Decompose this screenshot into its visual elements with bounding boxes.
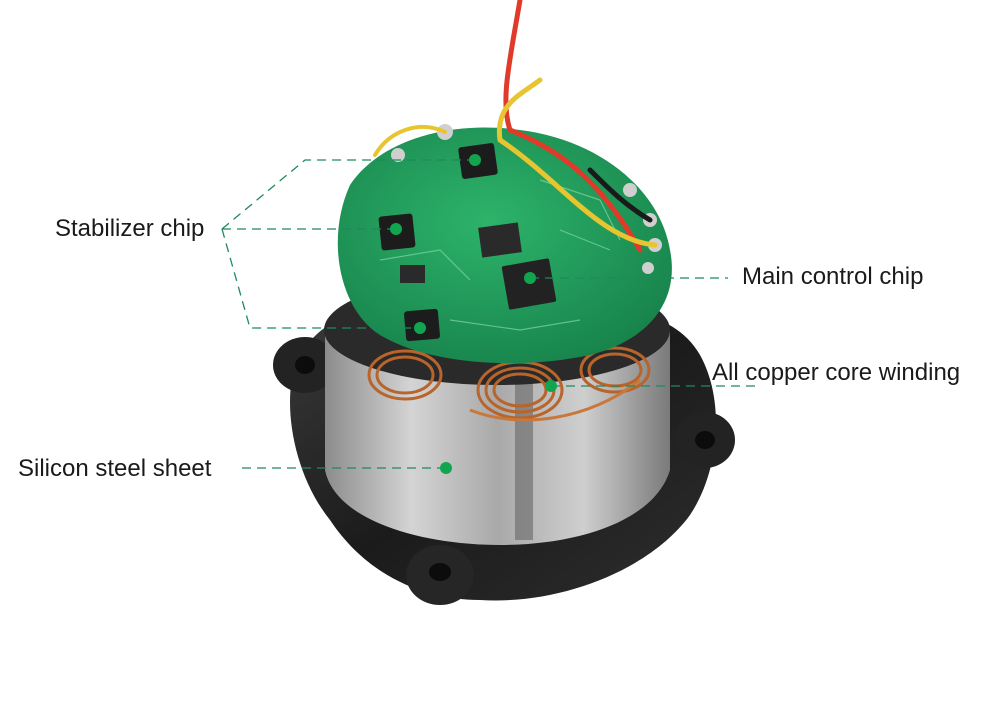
stabilizer-dot-lower bbox=[414, 322, 426, 334]
silicon-steel-label: Silicon steel sheet bbox=[18, 455, 212, 482]
copper-winding-dot bbox=[545, 380, 557, 392]
callout-main-control-chip: Main control chip bbox=[524, 263, 923, 290]
stabilizer-leader-upper bbox=[221, 159, 475, 230]
silicon-steel-dot bbox=[440, 462, 452, 474]
motor-illustration bbox=[273, 0, 735, 605]
callout-silicon-steel: Silicon steel sheet bbox=[18, 455, 452, 482]
lead-wires bbox=[373, 0, 658, 253]
stabilizer-dot-middle bbox=[390, 223, 402, 235]
stabilizer-leader-lower bbox=[221, 228, 420, 329]
pcb-board bbox=[337, 124, 672, 364]
callout-copper-winding: All copper core winding bbox=[545, 359, 960, 392]
copper-winding-label: All copper core winding bbox=[712, 359, 960, 386]
main-control-dot bbox=[524, 272, 536, 284]
stabilizer-chip-label: Stabilizer chip bbox=[55, 215, 204, 242]
stabilizer-dot-upper bbox=[469, 154, 481, 166]
callout-stabilizer-chip: Stabilizer chip bbox=[55, 154, 481, 334]
main-control-chip-label: Main control chip bbox=[742, 263, 923, 290]
